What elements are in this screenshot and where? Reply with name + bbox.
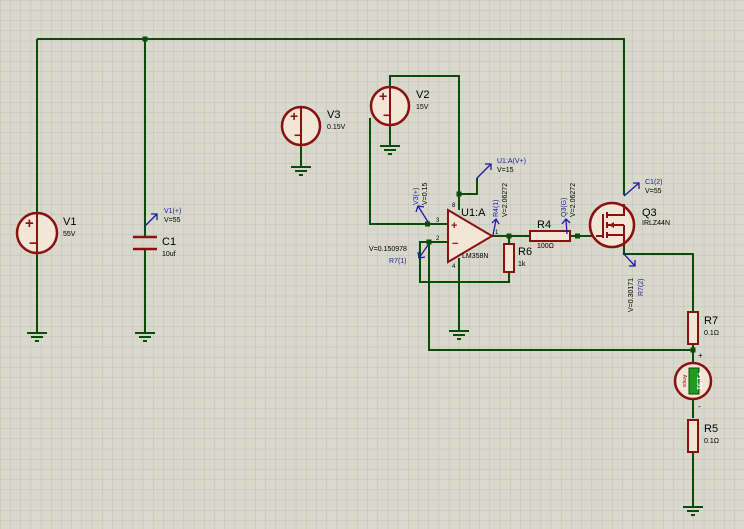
u1-pin-out: 1 xyxy=(495,230,499,236)
r6-name: R6 xyxy=(518,246,532,258)
v1-value: 55V xyxy=(63,231,76,238)
junction-dot xyxy=(575,233,580,239)
ammeter-unit: Amps xyxy=(681,375,687,388)
resistor-r5[interactable] xyxy=(687,419,699,453)
probe-u1-value: V=15 xyxy=(497,167,514,174)
ammeter-display xyxy=(688,367,700,395)
junction-dot xyxy=(142,36,148,42)
r4-name: R4 xyxy=(537,219,551,231)
q3-name: Q3 xyxy=(642,207,657,219)
opamp-u1a[interactable]: + − xyxy=(447,208,494,264)
resistor-r6[interactable] xyxy=(503,243,515,273)
probe-icon xyxy=(491,217,500,236)
wire-top-bus xyxy=(37,38,625,195)
r4-value: 100Ω xyxy=(537,243,554,250)
junction-dot xyxy=(506,233,512,239)
u1-pin-gnd: 4 xyxy=(452,264,456,270)
ammeter-minus: - xyxy=(698,402,701,411)
probe-icon xyxy=(476,163,492,179)
minus-sign: − xyxy=(383,107,391,123)
ground-icon xyxy=(380,145,400,155)
minus-sign: − xyxy=(29,235,38,252)
u1-pin-in-plus: 3 xyxy=(436,218,440,224)
probe-icon xyxy=(622,252,636,267)
probe-v3-name: V3(+) xyxy=(413,188,420,205)
probe-q3-value: V=2.06272 xyxy=(570,183,577,217)
probe-r7-2-name: R7(2) xyxy=(638,278,645,296)
voltage-source-v1[interactable]: + − xyxy=(15,211,59,255)
probe-u1-name: U1:A(V+) xyxy=(497,158,526,165)
probe-arrows xyxy=(144,163,640,267)
plus-sign: + xyxy=(290,108,298,124)
r7-name: R7 xyxy=(704,315,718,327)
u1-name: U1:A xyxy=(461,207,486,219)
probe-q3-name: Q3(G) xyxy=(561,198,568,217)
probe-c1-value: V=55 xyxy=(645,188,662,195)
ground-icon xyxy=(135,332,155,342)
probe-r4-value: V=2.06272 xyxy=(502,183,509,217)
resistor-r4[interactable] xyxy=(529,230,571,242)
voltage-source-v2[interactable]: + − xyxy=(369,85,411,127)
probe-r4-name: R4(1) xyxy=(493,199,500,217)
v3-name: V3 xyxy=(327,109,340,121)
probe-v1-value: V=55 xyxy=(164,217,181,224)
capacitor-c1[interactable] xyxy=(133,235,157,251)
minus-sign: − xyxy=(294,127,302,143)
r6-value: 1k xyxy=(518,261,526,268)
ammeter-plus: + xyxy=(698,351,703,360)
probe-icon xyxy=(417,244,429,259)
plus-sign: + xyxy=(25,215,34,232)
probe-r7-2-value: V=0.30171 xyxy=(628,278,635,312)
q3-part: IRLZ44N xyxy=(642,220,670,227)
opamp-plus-sign: + xyxy=(451,220,457,232)
junction-dot xyxy=(426,239,432,245)
junctions xyxy=(142,36,696,353)
ground-icon xyxy=(683,506,703,516)
v3-value: 0.15V xyxy=(327,124,346,131)
ammeter-reading: +1.51 xyxy=(695,372,702,390)
r7-value: 0.1Ω xyxy=(704,330,719,337)
probe-icon xyxy=(561,218,571,235)
v2-value: 15V xyxy=(416,104,429,111)
ammeter[interactable]: +1.51 Amps xyxy=(673,361,713,401)
c1-name: C1 xyxy=(162,236,176,248)
wire-q3-source xyxy=(623,246,694,312)
r5-value: 0.1Ω xyxy=(704,438,719,445)
probe-r7-1-value: V=0.150978 xyxy=(369,246,407,253)
voltage-source-v3[interactable]: + − xyxy=(280,105,322,147)
ground-icon xyxy=(449,330,469,340)
ground-icon xyxy=(27,332,47,342)
probe-icon xyxy=(144,213,158,227)
c1-value: 10uf xyxy=(162,251,176,258)
junction-dot xyxy=(456,191,462,197)
u1-pin-vplus: 8 xyxy=(452,203,456,209)
resistor-r7[interactable] xyxy=(687,311,699,345)
plus-sign: + xyxy=(379,88,387,104)
wire-v2-top xyxy=(389,75,478,195)
probe-icon xyxy=(415,205,429,223)
r5-name: R5 xyxy=(704,423,718,435)
u1-pin-in-minus: 2 xyxy=(436,236,440,242)
mosfet-q3[interactable] xyxy=(588,201,636,249)
opamp-minus-sign: − xyxy=(452,238,458,250)
junction-dot xyxy=(425,221,430,227)
v1-name: V1 xyxy=(63,216,76,228)
junction-dot xyxy=(690,347,696,353)
v2-name: V2 xyxy=(416,89,429,101)
ground-symbols xyxy=(27,145,703,516)
probe-v1-name: V1(+) xyxy=(164,208,181,215)
probe-icon xyxy=(623,182,640,197)
probe-v3-value: V=0.15 xyxy=(422,183,429,205)
probe-c1-name: C1(2) xyxy=(645,179,663,186)
wire-v3-in-plus xyxy=(369,118,448,225)
wire-r7-sense xyxy=(428,242,693,351)
u1-part: LM358N xyxy=(462,253,488,260)
probe-r7-1-name: R7(1) xyxy=(389,258,407,265)
ground-icon xyxy=(291,166,311,176)
